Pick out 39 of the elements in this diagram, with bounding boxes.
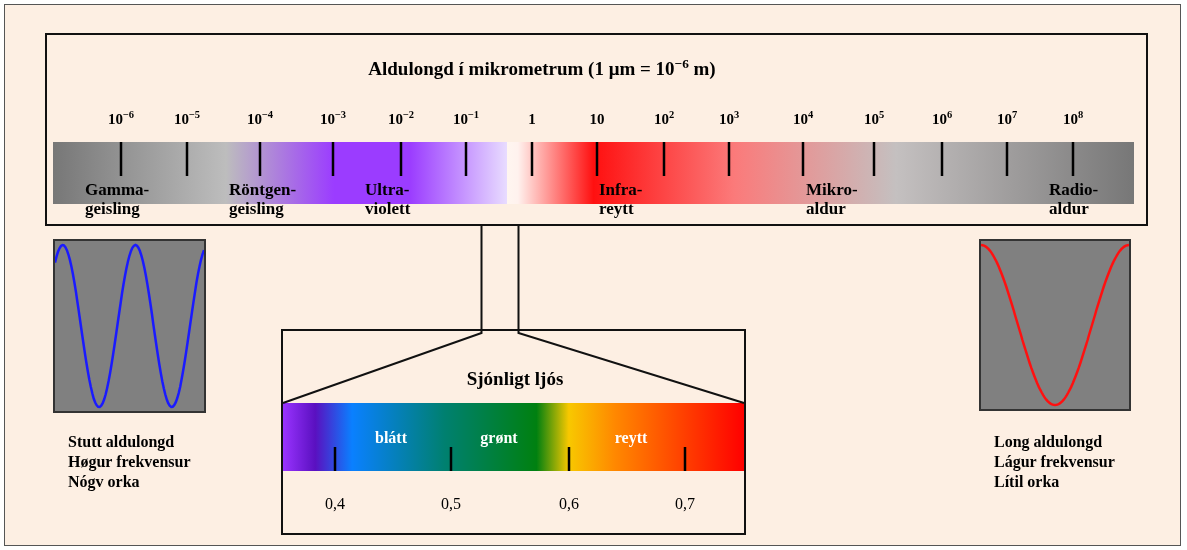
heading: Aldulongd í mikrometrum (1 μm = 10$^{−6}$ m) <box>368 59 716 80</box>
color-label: reytt <box>614 429 648 447</box>
heading: Sjónligt ljós <box>466 369 564 390</box>
spectrum-panel <box>45 33 1148 226</box>
tick-label: 10$^{2}$ <box>653 111 675 128</box>
caption-text: Lítil orka <box>994 473 1060 491</box>
color-label: grønt <box>480 429 518 447</box>
band-label: Mikro- aldur <box>806 181 859 219</box>
tick-label: 10$^{6}$ <box>931 111 953 128</box>
tick-label: 10$^{−3}$ <box>319 111 347 128</box>
tick-label: 10$^{−5}$ <box>173 111 201 128</box>
band-label: Infra- reytt <box>599 181 644 219</box>
tick-label: 10$^{8}$ <box>1062 111 1084 128</box>
band-label: Ultra- violett <box>365 181 412 219</box>
tick-label: 1 <box>528 111 536 128</box>
zoom-lines <box>282 225 745 404</box>
tick-label: 10$^{3}$ <box>718 111 740 128</box>
tick-label: 10$^{−4}$ <box>246 111 274 128</box>
tick-label: 0,6 <box>559 495 579 513</box>
tick-label: 10$^{4}$ <box>792 111 814 128</box>
band-label: Gamma- geisling <box>85 181 151 219</box>
tick-label: 0,7 <box>675 495 695 513</box>
band-label: Radio- aldur <box>1049 181 1100 219</box>
band-label: Röntgen- geisling <box>229 181 298 219</box>
tick-label: 10$^{−2}$ <box>387 111 415 128</box>
tick-label: 10$^{−1}$ <box>452 111 480 128</box>
caption-text: Stutt aldulongd <box>68 433 175 451</box>
color-label: blátt <box>375 429 407 447</box>
tick-label: 0,5 <box>441 495 461 513</box>
visible-light-panel <box>281 329 746 535</box>
caption-text: Long aldulongd <box>994 433 1103 451</box>
tick-label: 0,4 <box>325 495 345 513</box>
tick-label: 10$^{7}$ <box>996 111 1018 128</box>
caption-text: Høgur frekvensur <box>68 453 191 471</box>
tick-label: 10 <box>589 111 605 128</box>
caption-text: Nógv orka <box>68 473 140 491</box>
tick-label: 10$^{5}$ <box>863 111 885 128</box>
tick-label: 10$^{−6}$ <box>107 111 135 128</box>
caption-text: Lágur frekvensur <box>994 453 1115 471</box>
